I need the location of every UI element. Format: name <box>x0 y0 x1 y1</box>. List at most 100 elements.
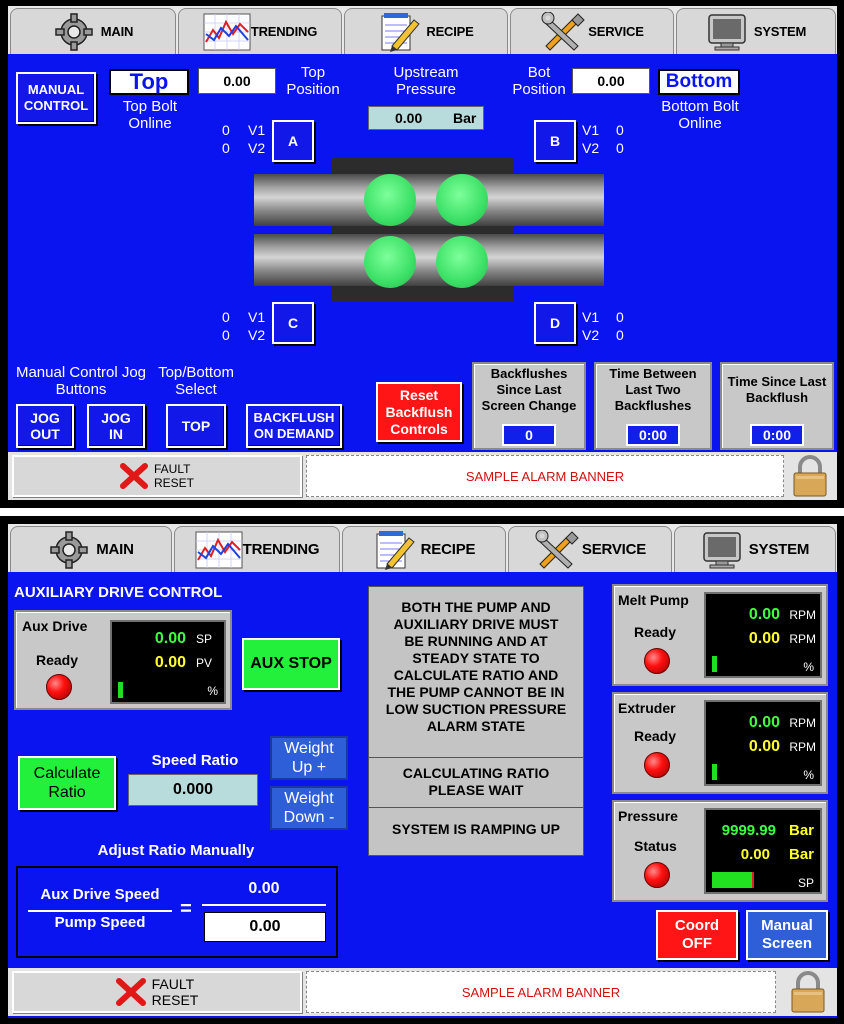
upstream-pressure-line2: Pressure <box>395 81 457 98</box>
time-between-label: Time Between Last Two Backflushes <box>596 366 710 414</box>
message-divider-2 <box>369 807 583 808</box>
fault-reset-label: FAULT RESET <box>152 976 199 1008</box>
warning-line2: AUXILIARY DRIVE MUST <box>393 616 559 632</box>
fault-reset-button[interactable]: FAULT RESET <box>12 455 302 497</box>
jog-in-button[interactable]: JOG IN <box>87 404 145 448</box>
speed-ratio-label: Speed Ratio <box>151 752 239 769</box>
manual-screen-button[interactable]: Manual Screen <box>746 910 828 960</box>
screen2-tab-bar: MAIN TRENDING RECIPE SERVICE <box>8 524 837 572</box>
tab-main[interactable]: MAIN <box>10 8 176 54</box>
tab2-system[interactable]: SYSTEM <box>674 526 836 572</box>
pressure-unit2: Bar <box>788 846 814 863</box>
bottom-bolt-status: Bottom Bolt Online <box>648 98 752 132</box>
top-bolt-button[interactable]: Top <box>109 69 189 95</box>
coord-off-line2: OFF <box>682 935 712 952</box>
adjust-ratio-box: Aux Drive Speed Pump Speed = 0.00 0.00 <box>16 866 338 958</box>
top-bolt-status: Top Bolt Online <box>102 98 198 132</box>
backflush-on-demand-line1: BACKFLUSH <box>253 410 335 425</box>
message-divider-1 <box>369 757 583 758</box>
warning-line7: LOW SUCTION PRESSURE <box>385 701 567 717</box>
fault-reset-line2: RESET <box>151 992 199 1008</box>
weight-down-button[interactable]: Weight Down - <box>270 786 348 830</box>
melt-pump-unit1: RPM <box>789 608 816 622</box>
calculating-line1: CALCULATING RATIO <box>402 765 550 781</box>
valve-b-v2-value: 0 <box>616 140 624 156</box>
roller-top <box>254 174 604 226</box>
weight-down-line2: Down - <box>283 809 335 826</box>
denominator-input[interactable]: 0.00 <box>204 912 326 942</box>
tab2-service[interactable]: SERVICE <box>508 526 672 572</box>
valve-c-button[interactable]: C <box>272 302 314 344</box>
melt-pump-unit2: RPM <box>789 632 816 646</box>
time-between-line1: Time Between <box>609 366 697 381</box>
calculate-ratio-button[interactable]: Calculate Ratio <box>18 756 116 810</box>
padlock-icon[interactable] <box>788 454 832 498</box>
alarm-banner[interactable]: SAMPLE ALARM BANNER <box>306 971 776 1013</box>
bot-position-label-line1: Bot <box>527 64 551 81</box>
extruder-status-led <box>644 752 670 778</box>
aux-drive-label: Aux Drive <box>22 618 88 634</box>
tab-trending[interactable]: TRENDING <box>178 8 342 54</box>
backflush-on-demand-button[interactable]: BACKFLUSH ON DEMAND <box>246 404 342 448</box>
reset-backflush-controls-button[interactable]: Reset Backflush Controls <box>376 382 462 442</box>
jog-out-button[interactable]: JOG OUT <box>16 404 74 448</box>
roller-assembly <box>254 156 604 302</box>
tools-icon <box>534 529 579 570</box>
notepad-pencil-icon <box>373 530 415 570</box>
padlock-icon[interactable] <box>786 970 830 1014</box>
coord-off-button[interactable]: Coord OFF <box>656 910 738 960</box>
tab2-service-label: SERVICE <box>581 541 647 558</box>
tab2-recipe[interactable]: RECIPE <box>342 526 506 572</box>
valve-d-button[interactable]: D <box>534 302 576 344</box>
top-position-input[interactable]: 0.00 <box>198 68 276 94</box>
ramping-message: SYSTEM IS RAMPING UP <box>391 821 561 837</box>
tab2-main[interactable]: MAIN <box>10 526 172 572</box>
tab2-recipe-label: RECIPE <box>420 541 476 558</box>
melt-pump-status-led <box>644 648 670 674</box>
gear-icon <box>53 12 95 52</box>
melt-pump-box: Melt Pump Ready 0.00 RPM 0.00 RPM % <box>612 584 828 686</box>
extruder-value2: 0.00 <box>748 738 780 755</box>
warning-message: BOTH THE PUMP AND AUXILIARY DRIVE MUST B… <box>369 599 583 735</box>
bot-position-input[interactable]: 0.00 <box>572 68 650 94</box>
tab-recipe[interactable]: RECIPE <box>344 8 508 54</box>
aux-drive-status: Ready <box>36 652 79 668</box>
valve-a-v1-label: V1 <box>248 122 266 138</box>
calculate-ratio-line1: Calculate <box>33 765 101 782</box>
tab-trending-label: TRENDING <box>250 24 318 39</box>
bottom-bolt-status-line2: Online <box>678 115 722 132</box>
bottom-bolt-label: Bottom <box>665 71 733 92</box>
alarm-banner[interactable]: SAMPLE ALARM BANNER <box>306 455 784 497</box>
fraction-line-right <box>202 904 326 906</box>
manual-control-button[interactable]: MANUAL CONTROL <box>16 72 96 124</box>
warning-line1: BOTH THE PUMP AND <box>401 599 551 615</box>
extruder-unit1: RPM <box>789 716 816 730</box>
trend-chart-icon <box>195 530 243 570</box>
tab-system[interactable]: SYSTEM <box>676 8 836 54</box>
jog-out-line1: JOG <box>30 410 60 426</box>
weight-down-line1: Weight <box>284 790 334 807</box>
jog-buttons-label: Manual Control Jog Buttons <box>8 364 154 398</box>
tab-service-label: SERVICE <box>588 24 644 39</box>
valve-c-v1-value: 0 <box>222 309 230 325</box>
fault-reset-button[interactable]: FAULT RESET <box>12 971 302 1013</box>
numerator-value: 0.00 <box>248 880 280 897</box>
valve-b-button[interactable]: B <box>534 120 576 162</box>
valve-c-v1-label: V1 <box>248 309 266 325</box>
valve-a-v1-value: 0 <box>222 122 230 138</box>
tab2-trending[interactable]: TRENDING <box>174 526 340 572</box>
aux-stop-button[interactable]: AUX STOP <box>242 638 340 690</box>
weight-up-button[interactable]: Weight Up + <box>270 736 348 780</box>
pressure-sp-label: SP <box>797 876 814 890</box>
tab-service[interactable]: SERVICE <box>510 8 674 54</box>
valve-a-button[interactable]: A <box>272 120 314 162</box>
valve-b-v1-value: 0 <box>616 122 624 138</box>
weight-up-line2: Up + <box>291 759 327 776</box>
roller-bottom <box>254 234 604 286</box>
screen2: MAIN TRENDING RECIPE SERVICE <box>8 524 837 1018</box>
backflushes-since-line2: Since Last <box>496 382 562 397</box>
melt-pump-value2: 0.00 <box>748 630 780 647</box>
bottom-bolt-button[interactable]: Bottom <box>658 69 740 95</box>
pressure-unit1: Bar <box>788 822 814 839</box>
top-select-button[interactable]: TOP <box>166 404 226 448</box>
